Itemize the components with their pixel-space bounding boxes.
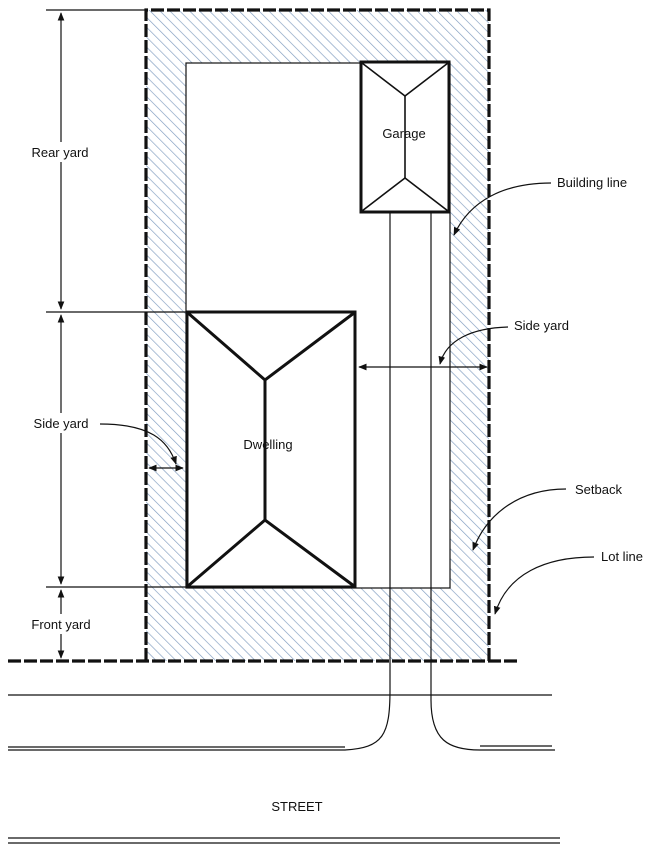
setback-leader [472,488,567,551]
building-line-leader [453,182,552,236]
driveway-right-edge [430,212,555,751]
side-yard-right-leader [438,326,509,365]
side-yard-left-label: Side yard [34,416,89,431]
side-yard-right-label: Side yard [514,318,569,333]
garage [359,60,451,214]
lot-line-boundary [144,8,491,661]
side-yard-left-leader [99,423,177,465]
lot-line-label: Lot line [601,549,643,564]
setback-hatch-area [146,10,489,661]
front-yard-label: Front yard [31,617,90,632]
rear-yard-label: Rear yard [31,145,88,160]
lot-line-leader [493,556,595,615]
setback-label: Setback [575,482,622,497]
driveway-left-edge [8,212,391,751]
dwelling [185,310,357,589]
building-line-label: Building line [557,175,627,190]
street-label: STREET [271,799,322,814]
dwelling-label: Dwelling [243,437,292,452]
garage-label: Garage [382,126,425,141]
